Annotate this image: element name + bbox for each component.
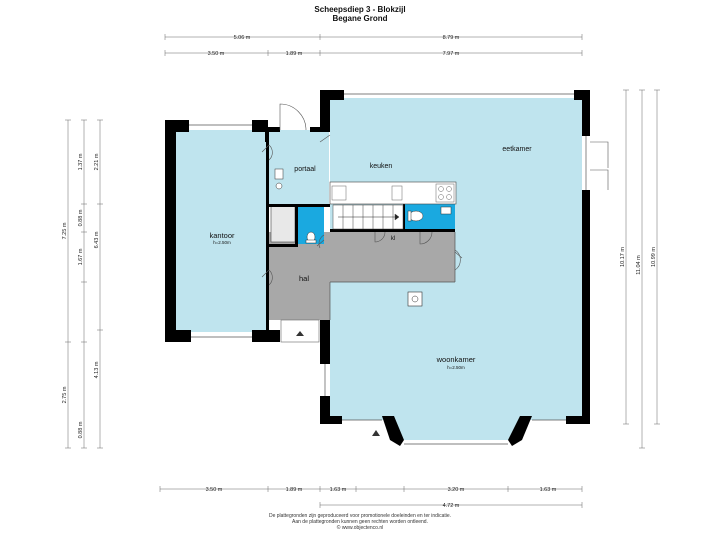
plan-title: Scheepsdiep 3 - Blokzijl: [314, 5, 406, 14]
dim-bottom-2: 1.89 m: [286, 487, 303, 493]
room-label-woonkamer: woonkamer: [436, 355, 476, 364]
disclaimer-line-2: Aan de plattegronden kunnen geen rechten…: [292, 519, 428, 525]
disclaimer-line-1: De plattegronden zijn geproduceerd voor …: [268, 513, 452, 519]
dimension-lines: [65, 34, 660, 508]
staircase: [332, 204, 404, 230]
room-label-eetkamer: eetkamer: [502, 146, 532, 153]
door-swings: [261, 103, 609, 286]
kitchen-counter: [329, 181, 457, 205]
dim-top-3: 3.50 m: [208, 51, 225, 57]
room-height-kantoor: h=2.50m: [213, 240, 231, 245]
dim-left-8: 6.43 m: [94, 231, 100, 248]
room-label-hal: hal: [299, 274, 309, 283]
dim-top-5: 7.97 m: [443, 51, 460, 57]
dim-left-7: 2.21 m: [94, 153, 100, 170]
dim-right-2: 11.04 m: [636, 255, 642, 275]
kitchen-island: [407, 291, 423, 307]
room-height-woonkamer: h=2.50m: [447, 365, 465, 370]
dim-bottom-1: 3.50 m: [206, 487, 223, 493]
dim-bottom-3: 1.63 m: [330, 487, 347, 493]
room-label-kl: kl: [391, 236, 395, 242]
dim-top-1: 5.06 m: [234, 35, 251, 41]
dim-left-4: 0.88 m: [78, 209, 84, 226]
bay-arrow-icon: [372, 430, 380, 436]
dim-right-1: 10.17 m: [620, 247, 626, 267]
dim-left-9: 4.13 m: [94, 361, 100, 378]
room-label-portaal: portaal: [294, 166, 316, 173]
dim-bottom-5: 1.63 m: [540, 487, 557, 493]
room-kantoor: [176, 130, 268, 332]
dimension-labels: 5.06 m 8.79 m 3.50 m 1.89 m 7.97 m 3.50 …: [62, 35, 657, 509]
dim-bottom-6: 4.72 m: [443, 503, 460, 509]
meter-cupboard: [270, 205, 296, 243]
walls: [165, 90, 590, 446]
window-lines: [189, 93, 587, 445]
dim-top-4: 1.89 m: [286, 51, 303, 57]
room-hal: [269, 232, 455, 320]
toilet-icon: [274, 168, 452, 244]
dim-left-3: 1.37 m: [78, 153, 84, 170]
dim-left-5: 1.67 m: [78, 248, 84, 265]
room-label-kantoor: kantoor: [209, 231, 235, 240]
disclaimer-line-3: © www.objectenco.nl: [336, 525, 384, 531]
plan-subtitle: Begane Grond: [332, 14, 388, 23]
room-label-keuken: keuken: [370, 163, 393, 170]
dim-right-3: 10.99 m: [651, 247, 657, 267]
dim-top-2: 8.79 m: [443, 35, 460, 41]
entrance-arrow-icon: [296, 331, 304, 336]
room-portaal: [269, 130, 329, 204]
dim-left-1: 7.25 m: [62, 222, 68, 239]
dim-bottom-4: 3.20 m: [448, 487, 465, 493]
dim-left-6: 0.88 m: [78, 421, 84, 438]
dim-left-2: 2.75 m: [62, 386, 68, 403]
